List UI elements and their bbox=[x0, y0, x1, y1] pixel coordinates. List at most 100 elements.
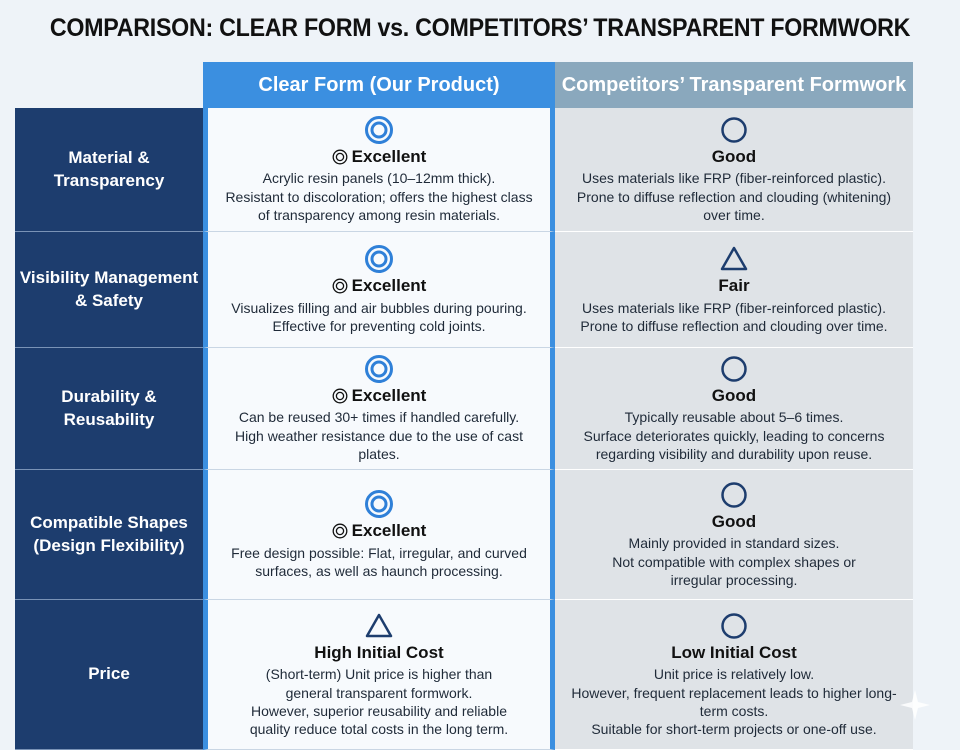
row-label: Material &Transparency bbox=[15, 108, 203, 232]
description-line: general transparent formwork. bbox=[285, 684, 473, 701]
description-line: Uses materials like FRP (fiber-reinforce… bbox=[582, 299, 886, 316]
circle-icon bbox=[719, 115, 749, 145]
description: Unit price is relatively low.However, fr… bbox=[565, 665, 903, 738]
description: Free design possible: Flat, irregular, a… bbox=[231, 544, 527, 580]
description-line: quality reduce total costs in the long t… bbox=[249, 720, 509, 737]
description: Acrylic resin panels (10–12mm thick).Res… bbox=[225, 169, 532, 224]
description-line: Prone to diffuse reflection and clouding… bbox=[580, 317, 888, 334]
rating-label: Good bbox=[712, 512, 756, 532]
row-label-line: (Design Flexibility) bbox=[33, 535, 185, 555]
row-label: Compatible Shapes(Design Flexibility) bbox=[15, 470, 203, 600]
description-line: surfaces, as well as haunch processing. bbox=[255, 562, 503, 579]
triangle-icon bbox=[719, 244, 749, 274]
rating-label: Fair bbox=[718, 276, 749, 296]
row-label: Durability & Reusability bbox=[15, 348, 203, 470]
rating-text: Excellent bbox=[351, 521, 427, 541]
description-line: Prone to diffuse reflection and clouding… bbox=[576, 188, 892, 205]
rating-text: Excellent bbox=[351, 147, 427, 167]
description-line: Uses materials like FRP (fiber-reinforce… bbox=[582, 170, 886, 187]
description-line: regarding visibility and durability upon… bbox=[595, 445, 873, 462]
rating-label: Good bbox=[712, 147, 756, 167]
double-circle-icon bbox=[364, 354, 394, 384]
rating-label: High Initial Cost bbox=[314, 643, 443, 663]
rating-text: High Initial Cost bbox=[314, 642, 444, 662]
description: Typically reusable about 5–6 times.Surfa… bbox=[584, 408, 885, 463]
row-label-line: Price bbox=[88, 664, 130, 684]
description-line: Not compatible with complex shapes or bbox=[612, 553, 856, 570]
row-label-line: & Safety bbox=[74, 290, 143, 310]
rating-text: Excellent bbox=[351, 386, 427, 406]
rating-text: Low Initial Cost bbox=[671, 642, 797, 662]
description-line: of transparency among resin materials. bbox=[258, 206, 500, 223]
description-line: Mainly provided in standard sizes. bbox=[628, 535, 840, 552]
double-circle-icon bbox=[332, 149, 348, 165]
description-line: irregular processing. bbox=[670, 571, 798, 588]
description: Mainly provided in standard sizes.Not co… bbox=[612, 534, 856, 589]
description-line: Suitable for short-term projects or one-… bbox=[591, 720, 877, 737]
circle-icon bbox=[719, 480, 749, 510]
table-row: Compatible Shapes(Design Flexibility) Exc… bbox=[15, 470, 913, 600]
description-line: Free design possible: Flat, irregular, a… bbox=[231, 544, 527, 561]
column-header-competitors: Competitors’ Transparent Formwork bbox=[555, 62, 913, 108]
description-line: Resistant to discoloration; offers the h… bbox=[225, 188, 533, 205]
row-label: Price bbox=[15, 600, 203, 750]
row-label-line: Material & bbox=[68, 148, 150, 168]
double-circle-icon bbox=[332, 278, 348, 294]
description-line: Visualizes filling and air bubbles durin… bbox=[231, 299, 527, 316]
sparkle-icon bbox=[900, 690, 930, 720]
rating-label: Low Initial Cost bbox=[671, 643, 797, 663]
row-label-line: Visibility Management bbox=[19, 268, 199, 288]
description-line: over time. bbox=[703, 206, 765, 223]
circle-icon bbox=[719, 611, 749, 641]
double-circle-icon bbox=[332, 523, 348, 539]
row-label-line: Durability & Reusability bbox=[61, 387, 157, 429]
rating-label: Good bbox=[712, 386, 756, 406]
description-line: Effective for preventing cold joints. bbox=[272, 317, 486, 334]
description-line: High weather resistance due to the use o… bbox=[235, 427, 523, 462]
comparison-table: Clear Form (Our Product) Competitors’ Tr… bbox=[15, 62, 913, 750]
row-label-line: Transparency bbox=[53, 170, 165, 190]
description: Uses materials like FRP (fiber-reinforce… bbox=[577, 169, 891, 224]
rating-text: Excellent bbox=[351, 276, 427, 296]
row-label-line: Compatible Shapes bbox=[30, 513, 188, 533]
description-line: However, superior reusability and reliab… bbox=[250, 702, 507, 719]
rating-label: Excellent bbox=[332, 386, 427, 406]
page-title: COMPARISON: CLEAR FORM vs. COMPETITORS’ … bbox=[49, 14, 911, 42]
rating-label: Excellent bbox=[332, 276, 427, 296]
rating-text: Good bbox=[711, 512, 757, 532]
description: Uses materials like FRP (fiber-reinforce… bbox=[580, 299, 887, 335]
rating-text: Fair bbox=[718, 276, 750, 296]
description-line: Acrylic resin panels (10–12mm thick). bbox=[262, 170, 496, 187]
description-line: Surface deteriorates quickly, leading to… bbox=[583, 427, 885, 444]
description-line: Unit price is relatively low. bbox=[653, 666, 815, 683]
double-circle-icon bbox=[332, 388, 348, 404]
double-circle-icon bbox=[364, 489, 394, 519]
rating-text: Good bbox=[711, 147, 757, 167]
rating-label: Excellent bbox=[332, 147, 427, 167]
cell-ours: High Initial Cost(Short-term) Unit price… bbox=[203, 600, 555, 750]
rating-label: Excellent bbox=[332, 521, 427, 541]
table-row: Price High Initial Cost(Short-term) Unit … bbox=[15, 600, 913, 750]
double-circle-icon bbox=[364, 115, 394, 145]
description: Can be reused 30+ times if handled caref… bbox=[218, 408, 540, 463]
rating-text: Good bbox=[711, 386, 757, 406]
triangle-icon bbox=[364, 611, 394, 641]
column-header-ours: Clear Form (Our Product) bbox=[203, 62, 555, 108]
description-line: Can be reused 30+ times if handled caref… bbox=[238, 409, 520, 426]
description: Visualizes filling and air bubbles durin… bbox=[231, 299, 526, 335]
circle-icon bbox=[719, 354, 749, 384]
double-circle-icon bbox=[364, 244, 394, 274]
description-line: However, frequent replacement leads to h… bbox=[571, 684, 897, 719]
